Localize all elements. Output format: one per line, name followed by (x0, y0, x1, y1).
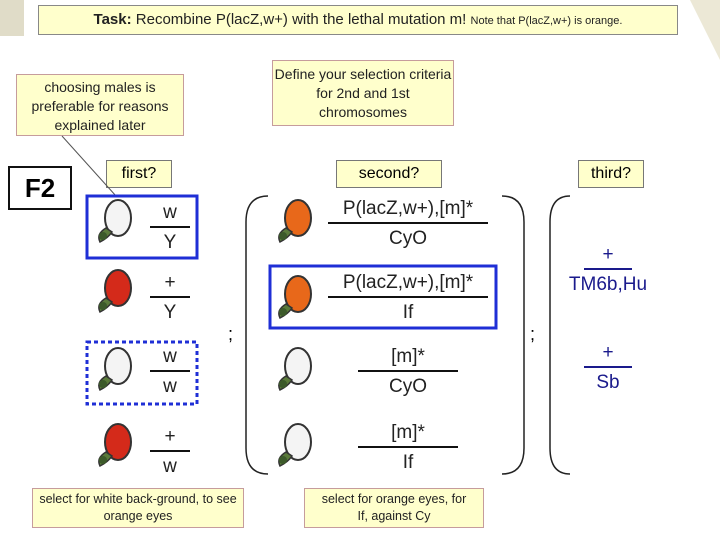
fly-icon (278, 347, 312, 392)
first-header: first? (106, 160, 172, 188)
fly-icon (278, 423, 312, 468)
allele-top: + (150, 426, 190, 452)
allele-bottom: Y (163, 302, 177, 323)
males-note: choosing males is preferable for reasons… (16, 74, 184, 136)
allele-bottom: CyO (389, 228, 427, 249)
select-orange-line-1: select for orange eyes, for (321, 492, 467, 506)
fly-eye-orange (284, 275, 312, 313)
allele-top: P(lacZ,w+),[m]* (328, 198, 488, 224)
fly-eye-white (104, 347, 132, 385)
second-genotype-4: [m]* If (358, 422, 458, 474)
left-bracket (245, 195, 269, 475)
semicolon-1: ; (228, 324, 234, 344)
second-header: second? (336, 160, 442, 188)
third-genotype-1: + TM6b,Hu (560, 244, 656, 296)
first-genotype-3: w w (150, 346, 190, 398)
task-banner: Task: Recombine P(lacZ,w+) with the leth… (38, 5, 678, 35)
fly-eye-red (104, 423, 132, 461)
allele-top: w (150, 346, 190, 372)
allele-top: [m]* (358, 422, 458, 448)
callout-pointer (61, 135, 117, 197)
task-note: Note that P(lacZ,w+) is orange. (470, 15, 623, 27)
fly-icon (278, 199, 312, 244)
corner-strip (690, 0, 720, 60)
allele-bottom: w (163, 376, 177, 397)
allele-top: + (150, 272, 190, 298)
selection-criteria-note: Define your selection criteria for 2nd a… (272, 60, 454, 126)
allele-bottom: TM6b,Hu (568, 274, 648, 295)
fly-icon (278, 275, 312, 320)
second-genotype-3: [m]* CyO (358, 346, 458, 398)
first-genotype-4: + w (150, 426, 190, 478)
corner-strip (0, 0, 24, 36)
first-genotype-2: + Y (150, 272, 190, 324)
allele-bottom: Y (163, 232, 177, 253)
select-white-note: select for white back-ground, to see ora… (32, 488, 244, 528)
selection-box-first (85, 194, 199, 260)
third-bracket (549, 195, 571, 475)
second-genotype-1: P(lacZ,w+),[m]* CyO (328, 198, 488, 250)
allele-top: P(lacZ,w+),[m]* (328, 272, 488, 298)
fly-eye-white (284, 347, 312, 385)
allele-top: + (584, 244, 632, 270)
selection-box-female (85, 340, 199, 406)
fly-eye-white (284, 423, 312, 461)
right-bracket (501, 195, 525, 475)
f2-label: F2 (8, 166, 72, 210)
fly-icon (98, 269, 132, 314)
allele-bottom: If (402, 302, 414, 323)
semicolon-2: ; (530, 324, 536, 344)
fly-icon (98, 347, 132, 392)
fly-eye-white (104, 199, 132, 237)
task-label: Task: (93, 11, 132, 28)
first-genotype-1: w Y (150, 202, 190, 254)
allele-top: w (150, 202, 190, 228)
select-orange-note: select for orange eyes, for If, against … (304, 488, 484, 528)
allele-bottom: If (402, 452, 414, 473)
allele-top: + (584, 342, 632, 368)
fly-icon (98, 199, 132, 244)
selection-box-second (268, 264, 498, 330)
fly-eye-red (104, 269, 132, 307)
allele-top: [m]* (358, 346, 458, 372)
allele-bottom: w (163, 456, 177, 477)
fly-eye-orange (284, 199, 312, 237)
fly-icon (98, 423, 132, 468)
third-genotype-2: + Sb (560, 342, 656, 394)
allele-bottom: Sb (596, 372, 620, 393)
task-text: Recombine P(lacZ,w+) with the lethal mut… (135, 11, 467, 28)
select-orange-line-2: If, against Cy (357, 509, 431, 523)
allele-bottom: CyO (389, 376, 427, 397)
second-genotype-2: P(lacZ,w+),[m]* If (328, 272, 488, 324)
third-header: third? (578, 160, 644, 188)
